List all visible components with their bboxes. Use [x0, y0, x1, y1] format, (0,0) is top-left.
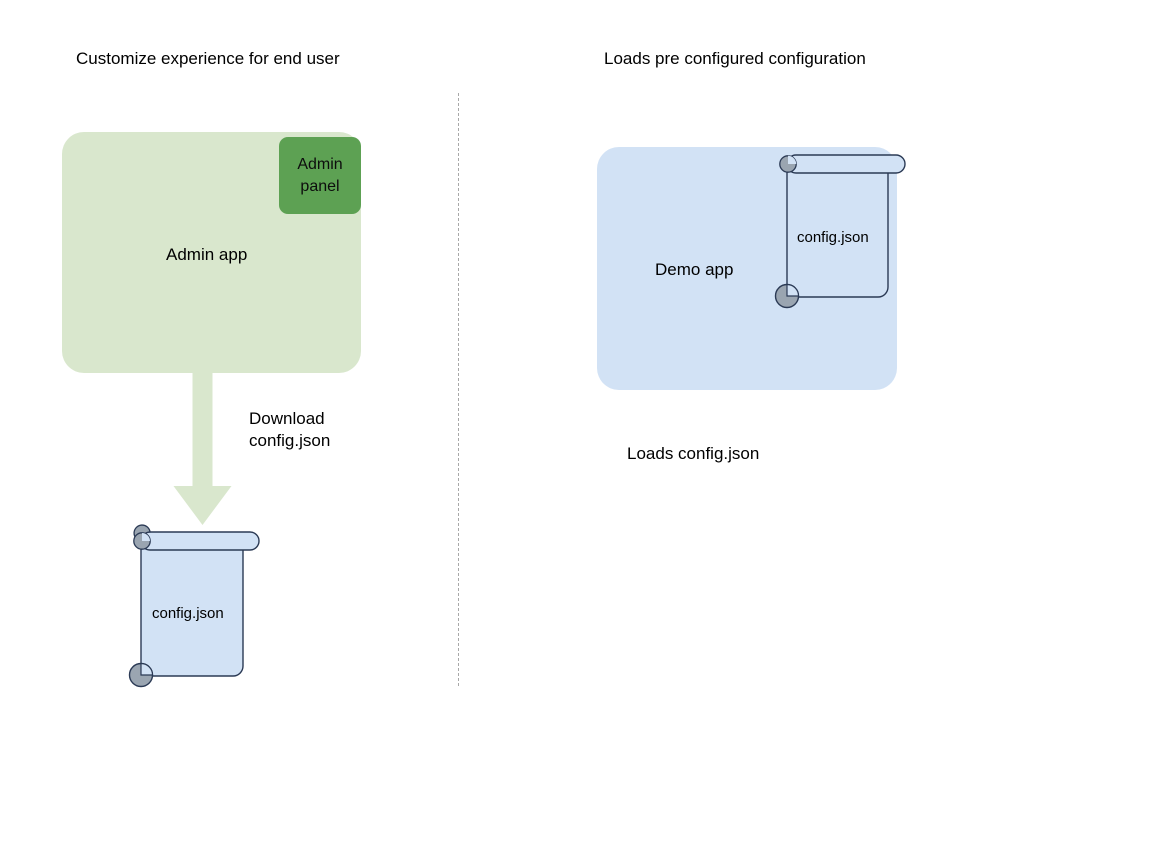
config-json-scroll-right[interactable] [772, 152, 908, 309]
config-json-label-right: config.json [797, 229, 869, 246]
download-arrow-icon [173, 373, 232, 526]
demo-app-label: Demo app [655, 260, 734, 279]
left-section-title: Customize experience for end user [76, 49, 340, 68]
download-arrow-label: Download config.json [249, 408, 330, 452]
admin-app-label: Admin app [166, 245, 248, 264]
config-json-label-left: config.json [152, 605, 224, 622]
admin-panel-badge[interactable]: Admin panel [279, 137, 361, 214]
right-section-title: Loads pre configured configuration [604, 49, 866, 68]
loads-config-caption: Loads config.json [627, 444, 760, 463]
config-json-scroll-left[interactable] [124, 524, 264, 689]
vertical-dashed-divider [458, 93, 459, 686]
download-label-line-2: config.json [249, 431, 331, 450]
download-label-line-1: Download [249, 409, 325, 428]
